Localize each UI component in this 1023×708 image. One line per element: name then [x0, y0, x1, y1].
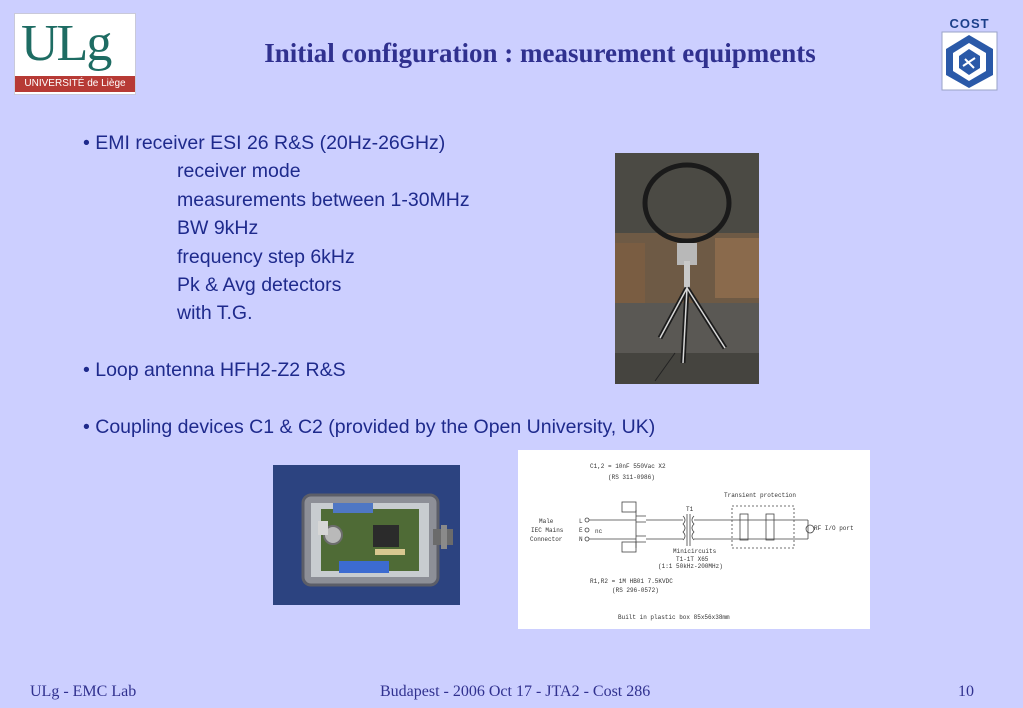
cost-logo: COST — [941, 17, 998, 91]
schematic-label-minicircuits: Minicircuits — [673, 548, 717, 555]
coupling-device-photo — [273, 465, 460, 605]
slide-title: Initial configuration : measurement equi… — [264, 38, 816, 68]
schematic-label-res-ref: (RS 296-0572) — [612, 587, 659, 594]
schematic-label-mains: IEC Mains — [531, 527, 564, 534]
emi-detail: receiver mode — [177, 160, 301, 182]
bullet-loop-antenna: • Loop antenna HFH2-Z2 R&S — [83, 359, 346, 381]
coupling-schematic: C1,2 = 10nF 550Vac X2 (RS 311-0986) Tran… — [518, 450, 870, 629]
schematic-label-transient: Transient protection — [724, 492, 796, 499]
schematic-label-mains: Male — [539, 518, 554, 525]
bullet-coupling-devices: • Coupling devices C1 & C2 (provided by … — [83, 416, 656, 438]
schematic-label-t1: T1 — [686, 506, 694, 513]
bullet-emi-receiver: • EMI receiver ESI 26 R&S (20Hz-26GHz) — [83, 132, 446, 154]
schematic-pin-n: N — [579, 536, 583, 543]
schematic-label-caps: C1,2 = 10nF 550Vac X2 — [590, 463, 666, 470]
loop-antenna-photo — [615, 153, 759, 384]
ulg-logo-subtitle: UNIVERSITÉ de Liège — [15, 76, 135, 92]
ulg-logo: ULg UNIVERSITÉ de Liège — [14, 13, 136, 95]
emi-detail: measurements between 1-30MHz — [177, 189, 470, 211]
schematic-label-minicircuits: T1-1T X65 — [676, 556, 709, 563]
emi-detail: Pk & Avg detectors — [177, 274, 342, 296]
footer-left: ULg - EMC Lab — [30, 683, 137, 700]
schematic-label-nc: nc — [595, 528, 603, 535]
schematic-label-resistors: R1,R2 = 1M HB01 7.5KVDC — [590, 578, 673, 585]
emi-detail: with T.G. — [177, 302, 253, 324]
schematic-label-minicircuits: (1:1 50kHz-200MHz) — [658, 563, 723, 570]
footer-page-number: 10 — [958, 683, 974, 700]
schematic-label-rf-port: RF I/O port — [814, 525, 854, 532]
schematic-label-caps-ref: (RS 311-0986) — [608, 474, 655, 481]
footer-center: Budapest - 2006 Oct 17 - JTA2 - Cost 286 — [380, 683, 651, 700]
schematic-wiring — [584, 501, 815, 553]
emi-detail: BW 9kHz — [177, 217, 259, 239]
cost-emblem-icon — [941, 31, 998, 91]
emi-detail: frequency step 6kHz — [177, 246, 355, 268]
schematic-label-mains: Connector — [530, 536, 563, 543]
schematic-label-box: Built in plastic box 85x56x38mm — [618, 614, 730, 621]
cost-logo-text: COST — [949, 16, 990, 31]
ulg-logo-mark: ULg — [21, 15, 112, 72]
schematic-pin-l: L — [579, 518, 583, 525]
schematic-pin-e: E — [579, 527, 583, 534]
